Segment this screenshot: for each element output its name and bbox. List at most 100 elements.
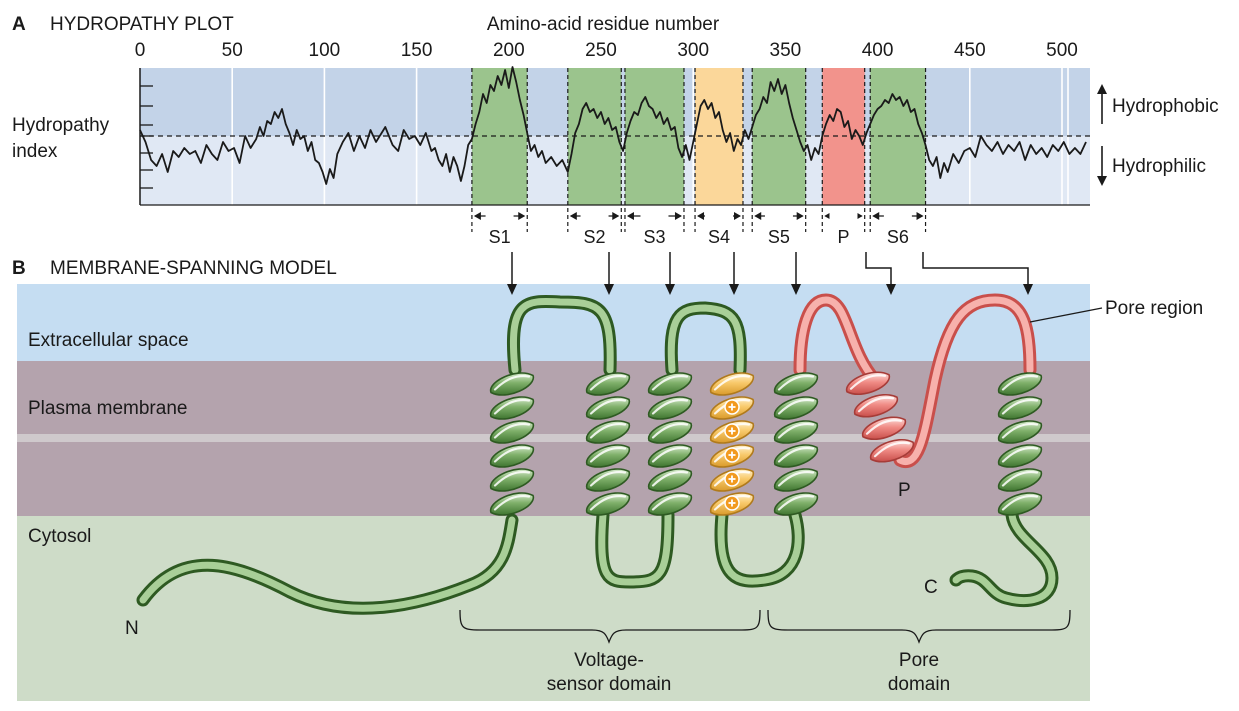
helix-s3 — [648, 372, 692, 516]
y-axis-title-line2: index — [12, 141, 58, 162]
helix-turn — [774, 492, 818, 516]
helix-coils — [586, 372, 630, 516]
helix-s4 — [710, 372, 754, 516]
helix-turn — [774, 444, 818, 468]
helix-turn — [586, 492, 630, 516]
x-tick-label: 150 — [401, 40, 433, 61]
voltage-sensor-label-line1: Voltage- — [574, 650, 644, 671]
c-terminus-label: C — [924, 577, 938, 598]
segment-label-p: P — [824, 206, 863, 247]
y-axis-ticks — [140, 85, 153, 189]
membrane-label: Plasma membrane — [28, 398, 187, 419]
pore-domain-label-line2: domain — [888, 674, 950, 695]
hydrophilic-indicator: Hydrophilic — [1097, 146, 1206, 186]
helix-turn — [648, 492, 692, 516]
helix-p — [846, 371, 914, 463]
helix-turn — [870, 439, 914, 463]
segment-arrowheads — [507, 284, 1033, 295]
segment-label-s1: S1 — [473, 206, 526, 247]
x-tick-label: 250 — [585, 40, 617, 61]
hydrophobic-label: Hydrophobic — [1112, 96, 1219, 117]
panel-a-letter: A — [12, 14, 26, 35]
helix-coils — [648, 372, 692, 516]
segment-label-s3: S3 — [626, 206, 682, 247]
voltage-sensor-brace — [459, 609, 761, 644]
membrane-model-panel: B MEMBRANE-SPANNING MODEL Extracellular … — [12, 252, 1203, 701]
helix-turn — [774, 372, 818, 396]
hydrophobic-indicator: Hydrophobic — [1097, 84, 1219, 124]
p-helix-label: P — [898, 480, 911, 501]
voltage-sensor-label-line2: sensor domain — [547, 674, 672, 695]
helix-turn — [774, 468, 818, 492]
x-tick-label: 300 — [677, 40, 709, 61]
helix-s6 — [998, 372, 1042, 516]
membrane-midline — [17, 434, 1090, 442]
helix-turn — [586, 372, 630, 396]
helix-turn — [854, 394, 898, 418]
arrow-down-icon — [1097, 176, 1107, 186]
pore-region-leader — [1029, 307, 1103, 323]
x-tick-label: 50 — [222, 40, 243, 61]
helix-turn — [998, 420, 1042, 444]
helix-s1 — [490, 372, 534, 516]
pore-region-label: Pore region — [1105, 298, 1203, 319]
panel-a-title: HYDROPATHY PLOT — [50, 14, 234, 35]
helix-turn — [490, 492, 534, 516]
helix-turn — [998, 396, 1042, 420]
segment-label-s5: S5 — [754, 206, 804, 247]
panel-b-title: MEMBRANE-SPANNING MODEL — [50, 258, 337, 279]
segment-name: S4 — [708, 227, 730, 247]
helix-turn — [490, 420, 534, 444]
protein-chain — [136, 293, 1059, 615]
helix-turn — [586, 396, 630, 420]
segment-label-s2: S2 — [569, 206, 620, 247]
helix-turn — [710, 372, 754, 396]
panel-b-letter: B — [12, 258, 26, 279]
helix-turn — [998, 468, 1042, 492]
arrow-up-icon — [1097, 84, 1107, 94]
segment-name: S2 — [584, 227, 606, 247]
cytosol-label: Cytosol — [28, 526, 91, 547]
helix-coils — [846, 371, 914, 463]
helix-turn — [648, 468, 692, 492]
helix-s5 — [774, 372, 818, 516]
helix-turn — [846, 371, 890, 395]
segment-name: S1 — [489, 227, 511, 247]
x-tick-label: 350 — [770, 40, 802, 61]
helix-turn — [648, 396, 692, 420]
pore-domain-brace — [767, 609, 1071, 644]
helix-turn — [774, 396, 818, 420]
x-tick-label: 0 — [135, 40, 146, 61]
helix-turn — [490, 444, 534, 468]
x-tick-label: 450 — [954, 40, 986, 61]
x-tick-label: 400 — [862, 40, 894, 61]
helix-turn — [586, 420, 630, 444]
segment-label-s4: S4 — [697, 206, 741, 247]
x-axis-title: Amino-acid residue number — [487, 14, 720, 35]
helix-turn — [586, 444, 630, 468]
n-terminus-label: N — [125, 618, 139, 639]
hydropathy-plot-panel: A HYDROPATHY PLOT Amino-acid residue num… — [12, 14, 1219, 247]
helix-turn — [862, 416, 906, 440]
helix-coils — [710, 372, 754, 516]
helix-coils — [490, 372, 534, 516]
helix-turn — [774, 420, 818, 444]
x-tick-label: 200 — [493, 40, 525, 61]
helix-turn — [490, 372, 534, 396]
segment-name: P — [837, 227, 849, 247]
helix-coils — [774, 372, 818, 516]
pore-domain-label-line1: Pore — [899, 650, 939, 671]
helix-coils — [998, 372, 1042, 516]
hydrophilic-label: Hydrophilic — [1112, 156, 1206, 177]
cytosol-compartment — [17, 516, 1090, 701]
segment-name: S3 — [643, 227, 665, 247]
segment-label-s6: S6 — [872, 206, 924, 247]
helix-turn — [648, 372, 692, 396]
x-tick-label: 100 — [309, 40, 341, 61]
helix-turn — [648, 444, 692, 468]
plot-area — [139, 66, 1090, 232]
helix-turn — [998, 492, 1042, 516]
helix-turn — [490, 468, 534, 492]
